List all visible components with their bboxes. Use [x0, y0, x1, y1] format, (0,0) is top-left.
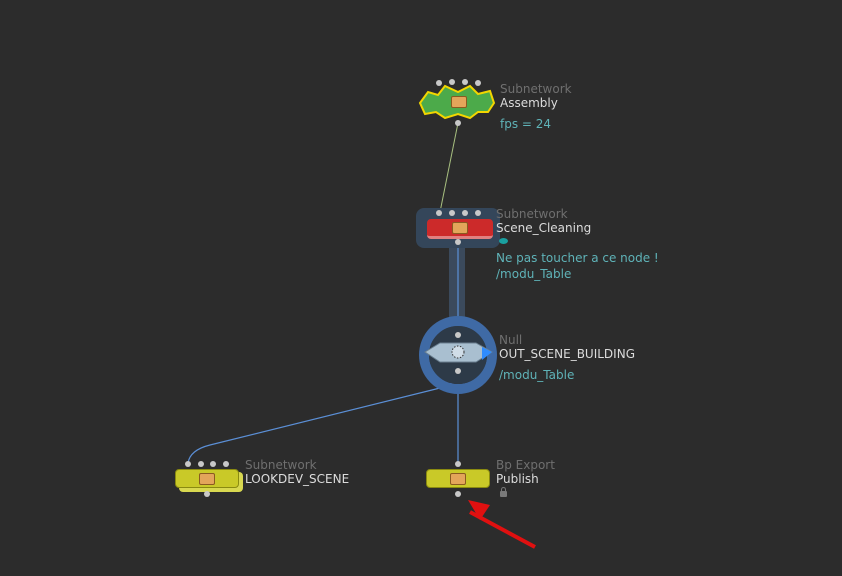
lookdev-node-body[interactable]: [175, 469, 239, 488]
node-type: Subnetwork: [500, 82, 572, 96]
input-connector[interactable]: [449, 79, 455, 85]
input-connector[interactable]: [449, 210, 455, 216]
node-type: Subnetwork: [245, 458, 317, 472]
input-connector[interactable]: [436, 210, 442, 216]
input-connector[interactable]: [436, 80, 442, 86]
output-connector[interactable]: [455, 491, 461, 497]
null-selection-ring: [419, 316, 497, 394]
input-connector[interactable]: [210, 461, 216, 467]
wire-assembly-scene-cleaning[interactable]: [439, 122, 459, 213]
output-connector[interactable]: [455, 120, 461, 126]
node-name[interactable]: Publish: [496, 472, 539, 486]
node-name[interactable]: Assembly: [500, 96, 558, 110]
node-type: Null: [499, 333, 523, 347]
annotation-arrowhead: [468, 500, 490, 520]
output-connector[interactable]: [455, 368, 461, 374]
lock-icon-shackle: [501, 487, 506, 492]
output-connector[interactable]: [204, 491, 210, 497]
node-path: /modu_Table: [499, 368, 575, 382]
node-comment: Ne pas toucher a ce node !: [496, 251, 659, 265]
node-type: Bp Export: [496, 458, 555, 472]
subnet-icon: [451, 96, 467, 108]
input-connector[interactable]: [462, 79, 468, 85]
input-connector[interactable]: [475, 210, 481, 216]
scene-cleaning-node-body[interactable]: [427, 219, 493, 239]
node-name[interactable]: OUT_SCENE_BUILDING: [499, 347, 635, 361]
input-connector[interactable]: [455, 332, 461, 338]
lock-icon[interactable]: [500, 491, 507, 497]
input-connector[interactable]: [455, 461, 461, 467]
wire-null-lookdev[interactable]: [187, 370, 459, 464]
subnet-icon: [452, 221, 468, 234]
selection-highlight: [449, 240, 465, 340]
node-info: fps = 24: [500, 117, 552, 131]
output-connector[interactable]: [455, 239, 461, 245]
publish-node-body[interactable]: [426, 469, 490, 488]
subnet-icon: [450, 472, 466, 485]
input-connector[interactable]: [198, 461, 204, 467]
display-flag[interactable]: [482, 347, 492, 360]
node-name[interactable]: LOOKDEV_SCENE: [245, 472, 350, 486]
subnet-icon: [199, 472, 215, 485]
input-connector[interactable]: [223, 461, 229, 467]
input-connector[interactable]: [475, 80, 481, 86]
null-icon: [451, 345, 465, 359]
node-type: Subnetwork: [496, 207, 568, 221]
comment-icon[interactable]: [499, 238, 508, 244]
input-connector[interactable]: [462, 210, 468, 216]
node-path: /modu_Table: [496, 267, 572, 281]
input-connector[interactable]: [185, 461, 191, 467]
node-name[interactable]: Scene_Cleaning: [496, 221, 592, 235]
